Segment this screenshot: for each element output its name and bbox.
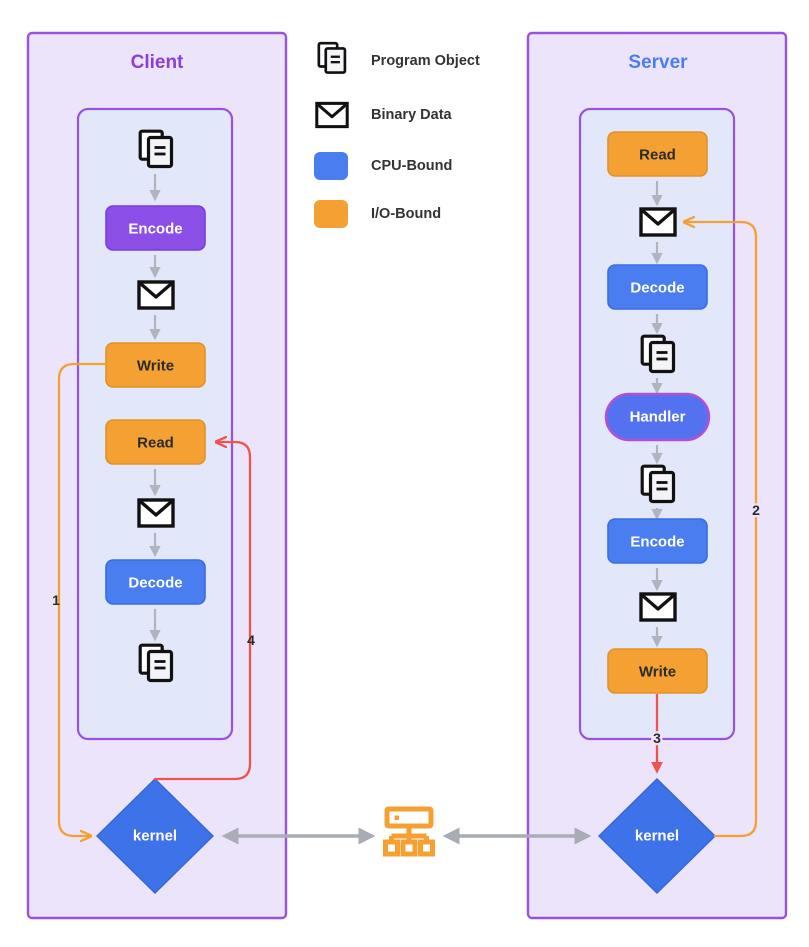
server-node-handler[interactable]: Handler — [604, 392, 711, 442]
server-encode-box[interactable] — [607, 518, 708, 564]
client-decode-label: Decode — [128, 575, 182, 592]
client-encode-box[interactable] — [105, 205, 206, 251]
server-read-label: Read — [639, 147, 676, 164]
binary-data-icon — [315, 101, 349, 129]
legend-item-program-object: Program Object — [317, 41, 480, 74]
server-node-read[interactable]: Read — [607, 131, 708, 177]
legend-item-binary-data: Binary Data — [315, 101, 453, 129]
binary-data-icon — [137, 498, 175, 528]
client-node-encode[interactable]: Encode — [105, 205, 206, 251]
server-encode-label: Encode — [630, 534, 684, 551]
client-read-label: Read — [137, 435, 174, 452]
server-write-label: Write — [639, 664, 676, 681]
server-decode-box[interactable] — [607, 264, 708, 310]
server-write-box[interactable] — [607, 648, 708, 694]
network-links — [221, 809, 592, 854]
client-node-decode[interactable]: Decode — [105, 559, 206, 605]
server-handler-pill[interactable] — [604, 392, 711, 442]
sequence-path-2 — [684, 222, 758, 838]
sequence-path-4 — [153, 442, 252, 781]
server-kernel-diamond[interactable] — [598, 778, 716, 894]
server-kernel-node[interactable]: kernel — [598, 778, 716, 894]
client-read-box[interactable] — [105, 419, 206, 465]
server-panel: Server Read Decode Handler — [526, 31, 788, 920]
client-node-write[interactable]: Write — [105, 342, 206, 388]
legend-label-binary-data: Binary Data — [371, 107, 453, 123]
client-decode-box[interactable] — [105, 559, 206, 605]
server-node-decode[interactable]: Decode — [607, 264, 708, 310]
legend-label-cpu-bound: CPU-Bound — [371, 158, 452, 174]
sequence-label-1: 1 — [52, 592, 60, 608]
binary-data-icon — [639, 207, 677, 237]
sequence-label-2: 2 — [752, 502, 760, 518]
sequence-arrow-2: 2 — [684, 222, 762, 838]
binary-data-icon — [137, 280, 175, 310]
server-read-box[interactable] — [607, 131, 708, 177]
cpu-bound-swatch — [314, 152, 348, 180]
server-kernel-label: kernel — [635, 828, 679, 845]
server-handler-label: Handler — [630, 409, 686, 426]
sequence-arrow-4: 4 — [153, 442, 255, 781]
client-node-read[interactable]: Read — [105, 419, 206, 465]
server-node-write[interactable]: Write — [607, 648, 708, 694]
client-encode-label: Encode — [128, 221, 182, 238]
binary-data-icon — [639, 592, 677, 622]
sequence-label-3: 3 — [653, 730, 661, 746]
legend-label-program-object: Program Object — [371, 53, 480, 69]
server-node-encode[interactable]: Encode — [607, 518, 708, 564]
legend-item-cpu-bound: CPU-Bound — [314, 152, 452, 180]
sequence-arrow-3: 3 — [651, 694, 663, 774]
network-switch-icon — [386, 809, 433, 854]
client-kernel-diamond[interactable] — [96, 778, 214, 894]
client-panel-title: Client — [131, 52, 184, 73]
client-write-label: Write — [137, 358, 174, 375]
io-bound-swatch — [314, 200, 348, 228]
program-object-icon — [317, 41, 347, 74]
client-kernel-label: kernel — [133, 828, 177, 845]
legend-item-io-bound: I/O-Bound — [314, 200, 441, 228]
legend: Program Object Binary Data CPU-Bound I/O… — [314, 41, 480, 228]
sequence-label-4: 4 — [247, 632, 255, 648]
sequence-arrow-1: 1 — [52, 362, 108, 836]
client-kernel-node[interactable]: kernel — [96, 778, 214, 894]
server-panel-title: Server — [628, 52, 688, 73]
server-decode-label: Decode — [630, 280, 684, 297]
sequence-path-1 — [57, 362, 108, 836]
legend-label-io-bound: I/O-Bound — [371, 206, 441, 222]
client-panel: Client Encode Write Read — [26, 31, 288, 920]
